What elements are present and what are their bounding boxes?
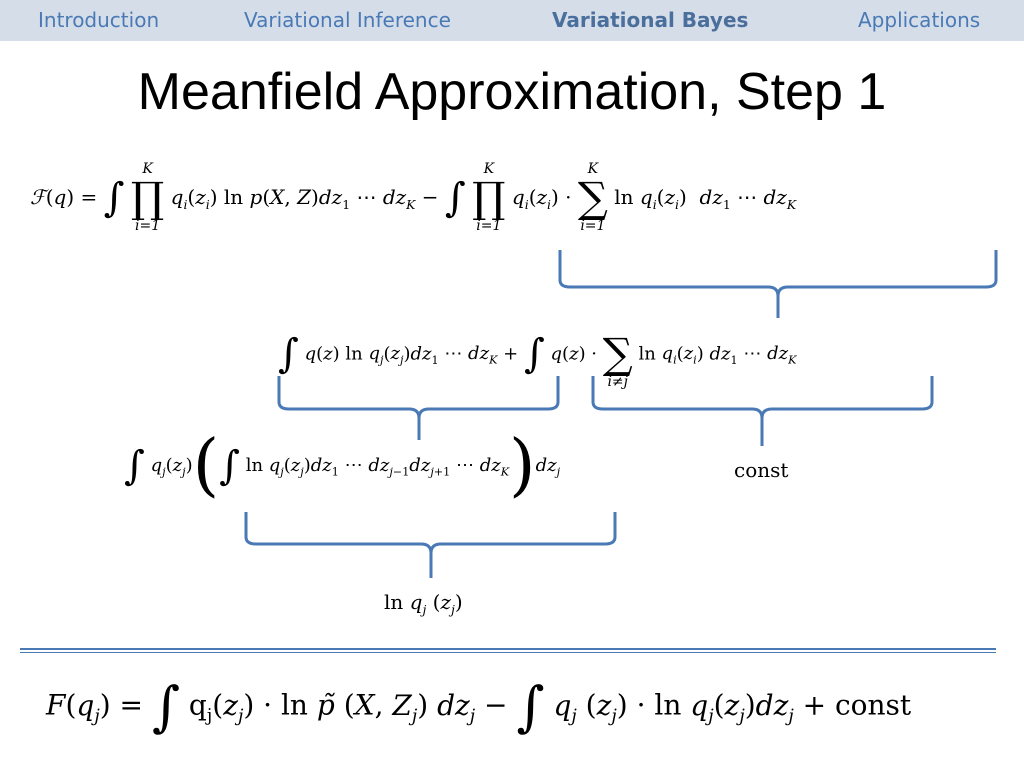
- nav-variational-inference[interactable]: Variational Inference: [244, 8, 451, 32]
- brace-inner-integral: [244, 512, 617, 578]
- separator-line-thin: [20, 652, 996, 653]
- free-energy-equation: ℱ(q) = ∫ K∏i=1 qi(zi) ln p(X, Z)dz1 ⋯ dz…: [30, 161, 797, 235]
- section-nav: Introduction Variational Inference Varia…: [0, 0, 1024, 41]
- brace-second-term: [591, 376, 934, 446]
- const-label: const: [734, 458, 789, 482]
- nav-introduction[interactable]: Introduction: [38, 8, 160, 32]
- nav-applications[interactable]: Applications: [858, 8, 981, 32]
- expansion-equation: ∫ q(z) ln qj(zj)dz1 ⋯ dzK + ∫ q(z) · ∑i≠…: [278, 329, 797, 391]
- separator-line: [20, 648, 996, 650]
- nav-variational-bayes[interactable]: Variational Bayes: [552, 8, 749, 32]
- brace-entropy-term: [558, 250, 998, 318]
- slide-title: Meanfield Approximation, Step 1: [137, 63, 887, 121]
- factored-equation: ∫ qj(zj)(∫ ln qj(zj)dz1 ⋯ dzj−1dzj+1 ⋯ d…: [124, 426, 561, 505]
- ln-qj-label: ln qj (zj): [384, 590, 463, 617]
- final-equation: F(qj) = ∫ qj(zj) · ln p̃ (X, Zj) dzj − ∫…: [46, 675, 912, 738]
- brace-first-term: [277, 376, 560, 440]
